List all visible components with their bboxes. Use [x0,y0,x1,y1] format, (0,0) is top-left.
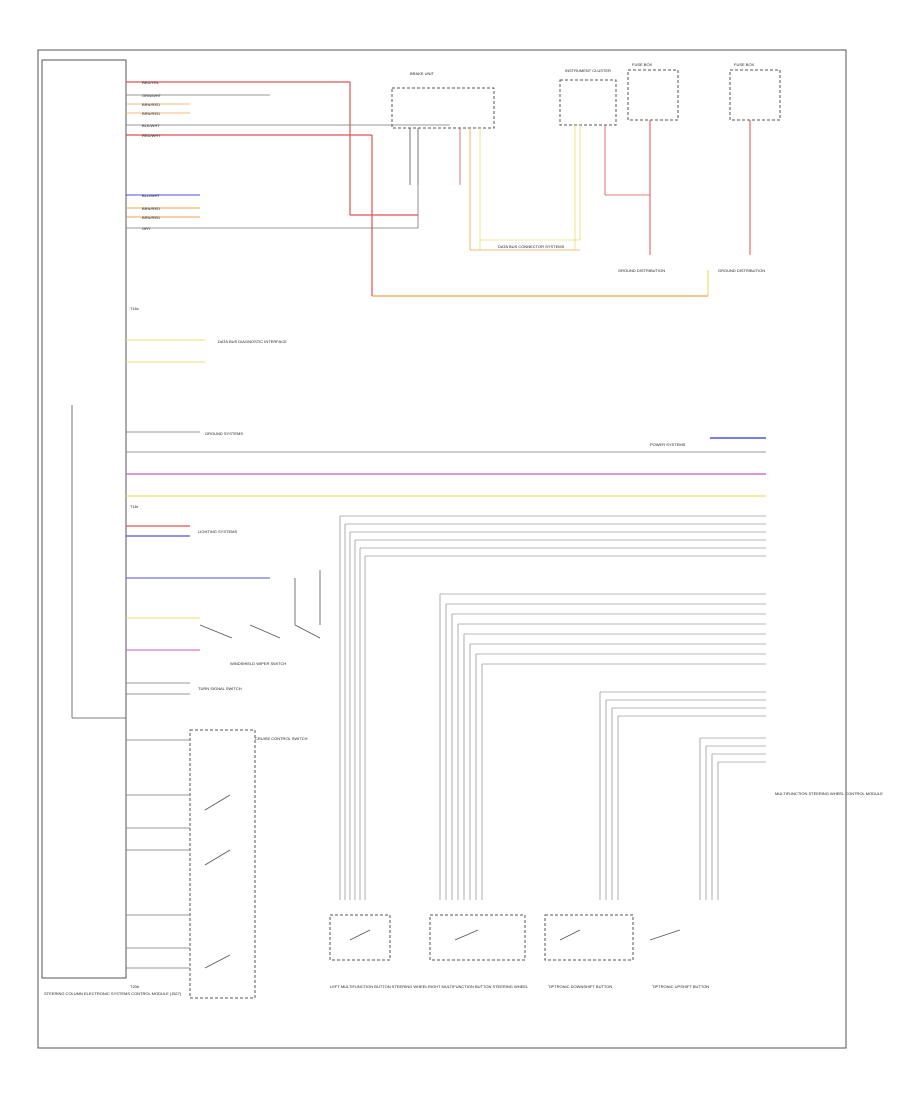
bus-fan-3 [599,691,766,900]
ground-systems-label: GROUND SYSTEMS [205,431,243,436]
control-module-box [41,59,127,979]
svg-text:GRN/WHT: GRN/WHT [142,93,162,98]
bus-fan-1 [339,515,766,900]
fuse-box-b-label: FUSE BOX [734,62,755,67]
cruise-control-label: CRUISE CONTROL SWITCH [255,736,308,741]
cruise-control-box [189,729,256,999]
instrument-cluster-box [559,79,617,126]
diagram-frame [37,49,847,1049]
fuse-box-b [729,69,781,121]
bus-fan-2 [439,593,766,900]
fuse-box-a-label: FUSE BOX [632,62,653,67]
svg-text:BRN/RED: BRN/RED [142,102,160,107]
brake-unit-label: BRAKE UNIT [410,71,435,76]
wiper-switch-group [126,570,321,651]
button-switches [329,914,681,961]
ground-distr-a-label: GROUND DISTRIBUTION [618,268,665,273]
bus-fan-4 [699,737,766,900]
multifunction-module-label: MULTIFUNCTION STEERING WHEEL CONTROL MOD… [775,791,883,796]
ground-distr-b-label: GROUND DISTRIBUTION [718,268,765,273]
svg-text:GRY: GRY [142,226,151,231]
connector-label: T16r [130,504,139,509]
lighting-systems-label: LIGHTING SYSTEMS [198,529,237,534]
svg-text:BRN/RED: BRN/RED [142,111,160,116]
wiper-switch-label: WINDSHIELD WIPER SWITCH [230,661,286,666]
tiptronic-up-label: TIPTRONIC UPSHIFT BUTTON [652,984,709,989]
svg-text:RED/WHT: RED/WHT [142,133,161,138]
turn-signal-label: TURN SIGNAL SWITCH [198,686,242,691]
instrument-cluster-label: INSTRUMENT CLUSTER [565,68,611,73]
svg-text:RED/YEL: RED/YEL [142,80,160,85]
connector-label: T20b [130,984,140,989]
data-bus-connector-label: DATA BUS CONNECTOR SYSTEMS [498,244,565,249]
multifunction-right-label: RIGHT MULTIFUNCTION BUTTON STEERING WHEE… [428,984,529,989]
svg-text:BRN/RED: BRN/RED [142,206,160,211]
fuse-box-a [627,69,679,121]
middle-wires [126,339,766,497]
svg-text:BRN/RED: BRN/RED [142,215,160,220]
power-systems-label: POWER SYSTEMS [650,442,686,447]
brake-unit-box [391,87,495,129]
left-wire-labels: RED/YEL GRN/WHT BRN/RED BRN/RED BLK/WHT … [142,80,162,231]
tiptronic-down-label: TIPTRONIC DOWNSHIFT BUTTON [548,984,612,989]
data-bus-diag-label: DATA BUS DIAGNOSTIC INTERFACE [218,339,287,344]
connector-label: T16c [130,306,139,311]
svg-text:BLK/WHT: BLK/WHT [142,123,160,128]
top-wire-group [126,81,709,297]
multifunction-left-label: LEFT MULTIFUNCTION BUTTON STEERING WHEEL [330,984,428,989]
svg-text:BLU/WHT: BLU/WHT [142,193,161,198]
module-title: STEERING COLUMN ELECTRONIC SYSTEMS CONTR… [44,991,182,996]
